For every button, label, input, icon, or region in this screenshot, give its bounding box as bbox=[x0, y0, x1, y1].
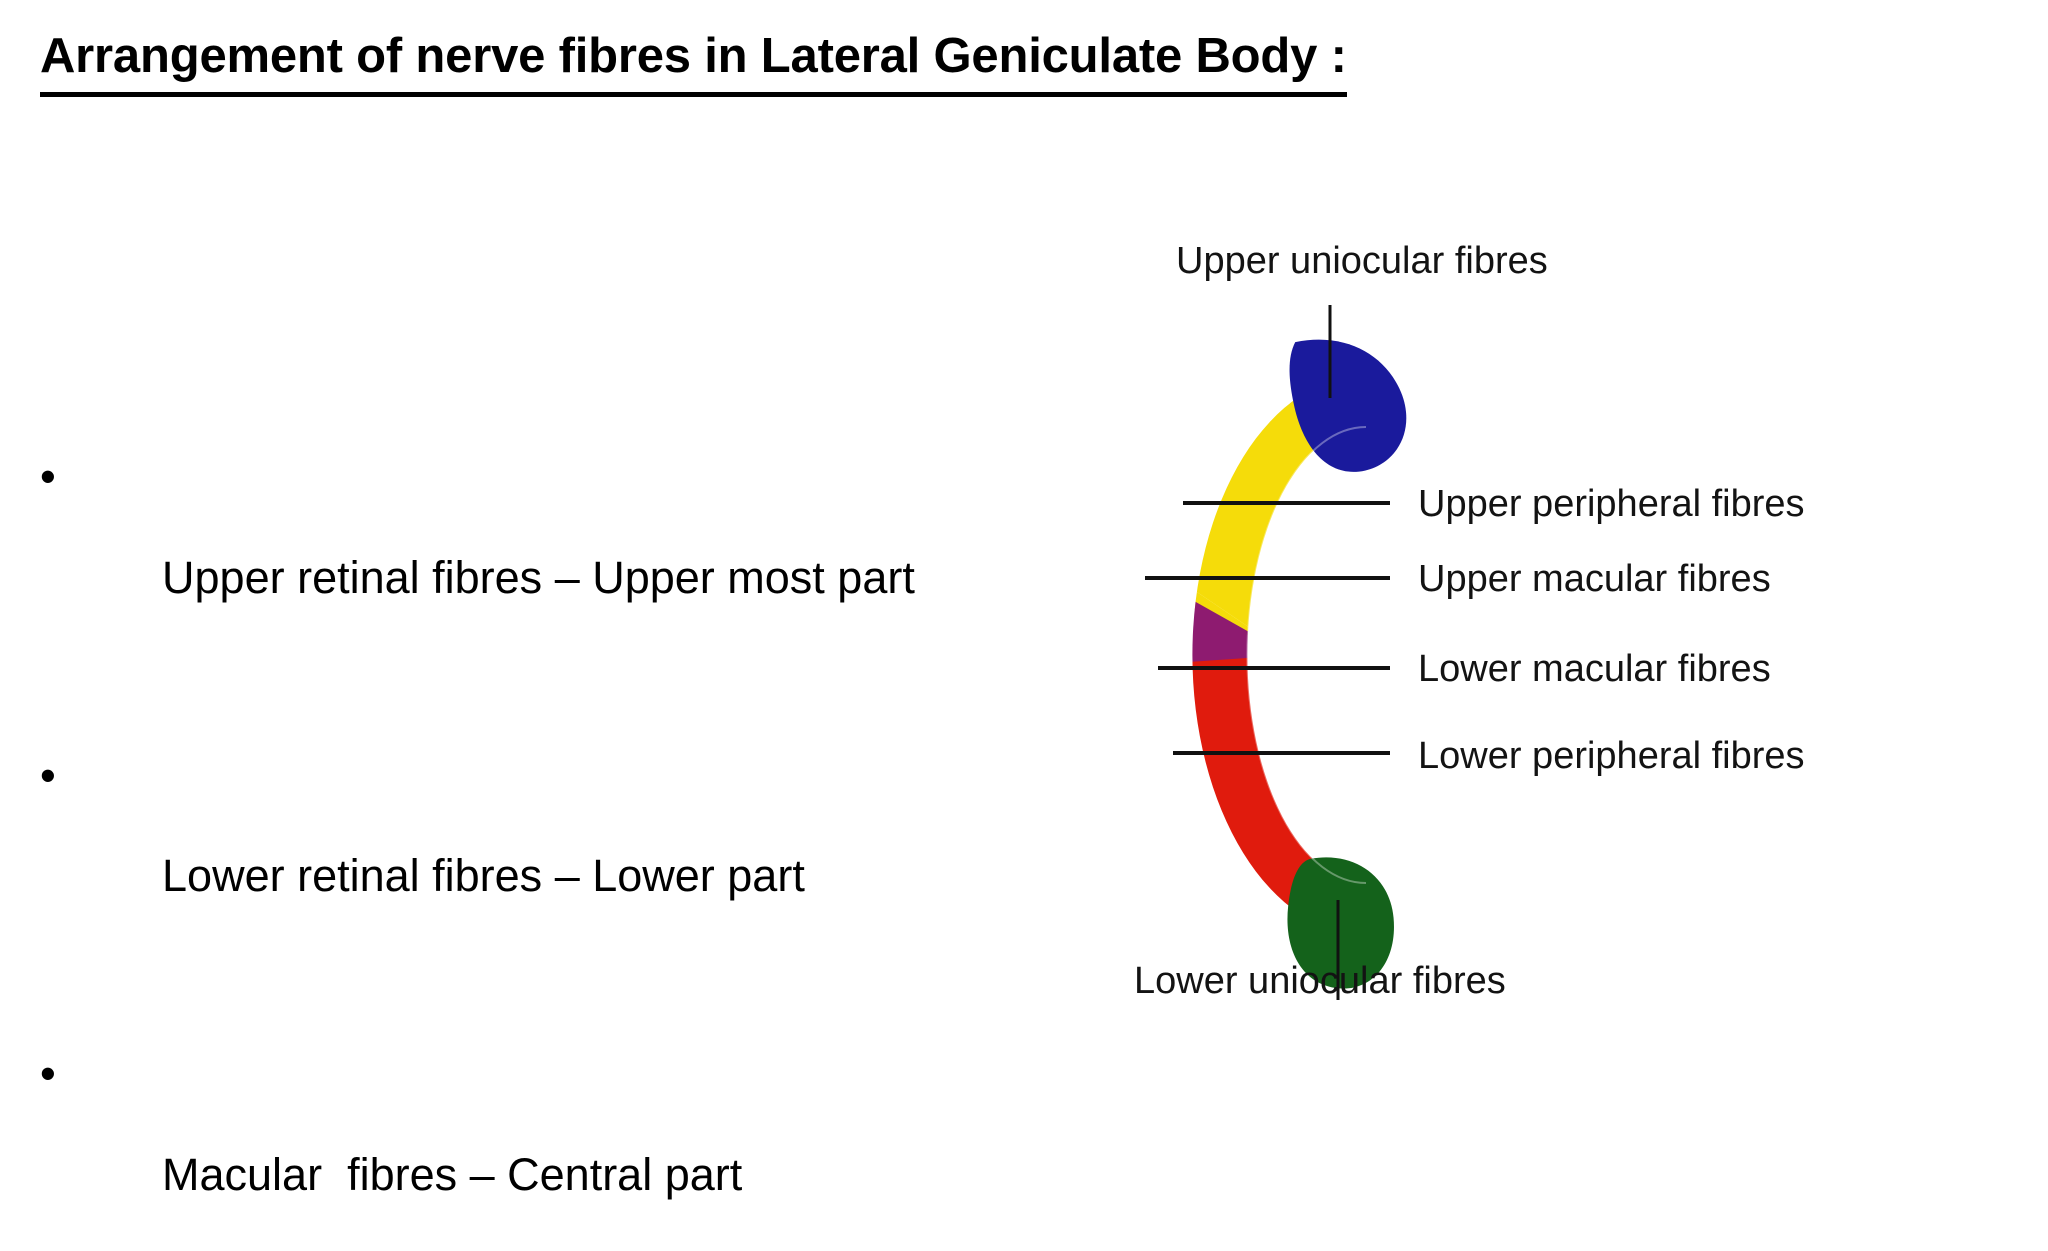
figure-label-upper-peripheral: Upper peripheral fibres bbox=[1418, 483, 1805, 525]
figure-label-upper-macular: Upper macular fibres bbox=[1418, 558, 1771, 600]
figure-label-lower-peripheral: Lower peripheral fibres bbox=[1418, 735, 1805, 777]
segment-upper-uniocular bbox=[1289, 339, 1407, 472]
figure-label-lower-uniocular: Lower uniocular fibres bbox=[1134, 960, 1506, 1002]
bullet-marker-icon: • bbox=[40, 1048, 56, 1100]
bullet-list: • Upper retinal fibres – Upper most part… bbox=[40, 451, 1060, 1251]
segment-upper-peripheral-tail bbox=[1192, 540, 1290, 655]
segment-lower-uniocular bbox=[1287, 857, 1394, 989]
figure-label-lower-macular: Lower macular fibres bbox=[1418, 648, 1771, 690]
segment-upper-peripheral-arc bbox=[1192, 375, 1366, 655]
list-item-label: Upper retinal fibres – Upper most part bbox=[162, 551, 915, 603]
bullet-marker-icon: • bbox=[40, 749, 56, 801]
segment-upper-macular bbox=[1192, 548, 1290, 670]
figure-label-upper-uniocular: Upper uniocular fibres bbox=[1176, 240, 1548, 282]
list-item: • Macular fibres – Central part bbox=[40, 1048, 1060, 1251]
inner-rim-highlight bbox=[1246, 426, 1367, 884]
bullet-marker-icon: • bbox=[40, 451, 56, 502]
lgb-fibre-diagram: Upper uniocular fibres Upper peripheral … bbox=[1090, 200, 2040, 1100]
page-title: Arrangement of nerve fibres in Lateral G… bbox=[40, 28, 1347, 97]
list-item-label: Macular fibres – Central part bbox=[162, 1148, 743, 1200]
list-item: • Upper retinal fibres – Upper most part bbox=[40, 451, 1060, 654]
list-item: • Lower retinal fibres – Lower part bbox=[40, 749, 1060, 953]
lgb-diagram-svg bbox=[1145, 305, 1407, 1000]
slide-canvas: Arrangement of nerve fibres in Lateral G… bbox=[40, 28, 2040, 1200]
list-item-label: Lower retinal fibres – Lower part bbox=[162, 850, 805, 902]
